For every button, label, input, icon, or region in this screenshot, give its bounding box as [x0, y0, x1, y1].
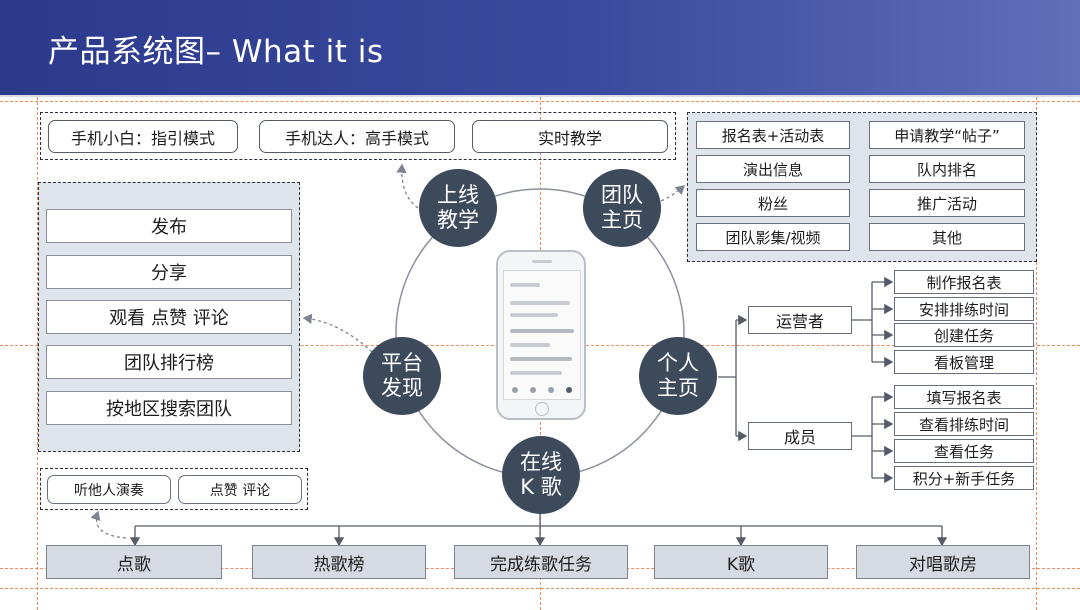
operator-box: 运营者	[748, 306, 852, 334]
member-task: 查看任务	[894, 439, 1034, 463]
personal-home-node: 个人 主页	[639, 337, 717, 415]
online-teaching-node: 上线 教学	[419, 169, 497, 247]
guide-line	[1036, 97, 1037, 610]
operator-task: 创建任务	[894, 323, 1034, 347]
platform-discovery-node: 平台 发现	[363, 337, 441, 415]
discovery-item: 发布	[46, 209, 292, 243]
title-bar: 产品系统图– What it is	[0, 0, 1080, 95]
header-divider	[0, 95, 1080, 97]
team-item: 团队影集/视频	[696, 223, 850, 251]
team-item: 报名表+活动表	[696, 121, 850, 149]
operator-task: 制作报名表	[894, 270, 1034, 294]
realtime-teaching-box: 实时教学	[472, 120, 668, 153]
hot-songs-box: 热歌榜	[252, 545, 426, 579]
operator-task: 看板管理	[894, 350, 1034, 374]
team-item: 队内排名	[869, 155, 1025, 183]
song-request-box: 点歌	[46, 545, 222, 579]
teaching-modes-panel	[40, 112, 676, 160]
phone-mockup	[496, 250, 586, 420]
dotted-arrow	[396, 163, 419, 209]
online-karaoke-node: 在线 K 歌	[502, 436, 580, 514]
dotted-arrow	[90, 510, 127, 539]
expert-mode-box: 手机达人：高手模式	[259, 120, 455, 153]
dotted-arrow	[302, 313, 373, 353]
member-task: 查看排练时间	[894, 412, 1034, 436]
karaoke-box: K歌	[654, 545, 828, 579]
team-item: 推广活动	[869, 189, 1025, 217]
guide-mode-box: 手机小白：指引模式	[48, 120, 238, 153]
practice-task-box: 完成练歌任务	[454, 545, 628, 579]
page-title: 产品系统图– What it is	[48, 34, 384, 70]
operator-task: 安排排练时间	[894, 297, 1034, 321]
discovery-item: 分享	[46, 255, 292, 289]
dotted-arrow	[649, 185, 685, 206]
duet-room-box: 对唱歌房	[856, 545, 1030, 579]
team-item: 粉丝	[696, 189, 850, 217]
team-item: 其他	[869, 223, 1025, 251]
phone-speaker	[532, 260, 552, 263]
team-item: 申请教学“帖子”	[869, 121, 1025, 149]
guide-line	[37, 97, 38, 610]
phone-home-button	[535, 402, 549, 416]
listen-item: 听他人演奏	[47, 475, 171, 504]
member-task: 积分+新手任务	[894, 466, 1034, 490]
team-item: 演出信息	[696, 155, 850, 183]
discovery-item: 观看 点赞 评论	[46, 300, 292, 334]
phone-screen	[503, 270, 581, 400]
like-comment-item: 点赞 评论	[178, 475, 302, 504]
discovery-item: 按地区搜索团队	[46, 391, 292, 425]
team-home-node: 团队 主页	[583, 169, 661, 247]
member-task: 填写报名表	[894, 385, 1034, 409]
karaoke-social-panel	[40, 468, 308, 510]
discovery-item: 团队排行榜	[46, 345, 292, 379]
member-box: 成员	[748, 422, 852, 450]
